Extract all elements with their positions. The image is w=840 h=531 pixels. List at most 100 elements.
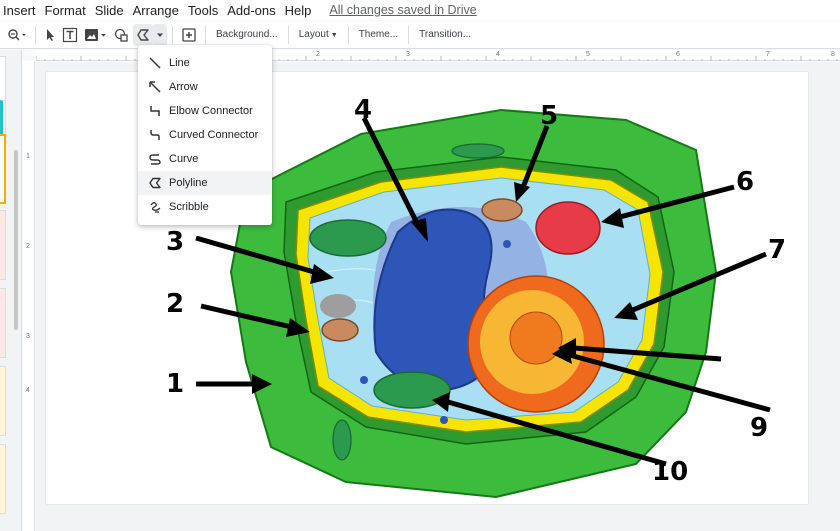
toolbar: Background... Layout▼ Theme... Transitio… xyxy=(0,21,840,49)
dropdown-arrow-icon xyxy=(157,33,163,37)
image-button[interactable] xyxy=(81,24,111,46)
zoom-button[interactable] xyxy=(4,24,30,46)
label-arrow-8 xyxy=(573,345,722,362)
label-arrow-3 xyxy=(195,235,322,277)
image-icon xyxy=(85,28,106,41)
cursor-icon xyxy=(47,28,54,41)
slide-thumbnail[interactable] xyxy=(0,366,6,436)
speaker-notes-bar[interactable] xyxy=(36,520,840,531)
mitochondrion-shape xyxy=(481,198,523,222)
menu-item-arrow[interactable]: Arrow xyxy=(138,75,272,99)
ruler-label: 2 xyxy=(316,51,320,58)
golgi-shape xyxy=(535,201,601,255)
background-button[interactable]: Background... xyxy=(216,29,278,40)
slide-thumbnail[interactable] xyxy=(0,134,6,204)
saved-status[interactable]: All changes saved in Drive xyxy=(329,3,477,17)
elbow-connector-icon xyxy=(148,104,162,118)
menu-item-curve[interactable]: Curve xyxy=(138,147,272,171)
label-9: 9 xyxy=(750,413,768,443)
line-tool-dropdown[interactable] xyxy=(153,23,167,46)
toolbar-divider xyxy=(347,25,349,44)
zoom-icon xyxy=(8,28,26,40)
textbox-icon xyxy=(62,27,78,42)
menu-item-label: Arrow xyxy=(169,81,198,93)
menu-item-label: Line xyxy=(169,57,190,69)
line-tool-menu: Line Arrow Elbow Connector Curved Connec… xyxy=(138,45,272,225)
label-7: 7 xyxy=(768,235,786,265)
add-comment-icon xyxy=(182,27,196,42)
label-arrow-5 xyxy=(519,125,550,191)
label-arrow-4 xyxy=(361,116,422,229)
new-slide-button[interactable] xyxy=(178,24,200,46)
ruler-label: 6 xyxy=(676,51,680,58)
chloroplast-shape xyxy=(309,219,387,257)
menu-item-scribble[interactable]: Scribble xyxy=(138,195,272,219)
ruler-label: 3 xyxy=(26,333,30,340)
menu-item-elbow-connector[interactable]: Elbow Connector xyxy=(138,99,272,123)
ruler-label: 3 xyxy=(406,51,410,58)
label-1: 1 xyxy=(166,369,184,399)
label-2: 2 xyxy=(166,289,184,319)
transition-button[interactable]: Transition... xyxy=(419,29,472,40)
arrow-head xyxy=(432,392,450,412)
shape-button[interactable] xyxy=(111,24,133,46)
arrow-icon xyxy=(148,80,162,94)
mitochondrion-shape xyxy=(321,318,359,342)
ruler-label: 5 xyxy=(586,51,590,58)
slide-filmstrip[interactable] xyxy=(0,50,22,531)
ruler-label: 4 xyxy=(496,51,500,58)
menu-item-line[interactable]: Line xyxy=(138,51,272,75)
vesicle-shape xyxy=(503,240,511,248)
theme-button[interactable]: Theme... xyxy=(358,29,399,40)
chloroplast-shape xyxy=(373,371,451,409)
arrow-head xyxy=(601,208,624,228)
arrow-head xyxy=(558,338,576,358)
shape-icon xyxy=(114,28,128,42)
menu-arrange[interactable]: Arrange xyxy=(132,2,179,18)
slide[interactable]: 4 5 6 7 3 2 1 9 10 xyxy=(46,72,808,504)
menu-slide[interactable]: Slide xyxy=(94,2,124,18)
menu-help[interactable]: Help xyxy=(284,2,312,18)
menu-item-label: Curved Connector xyxy=(169,129,259,141)
menu-format[interactable]: Format xyxy=(44,2,86,18)
ruler-label: 4 xyxy=(26,387,30,394)
curved-connector-icon xyxy=(148,128,162,142)
arrow-head xyxy=(310,264,334,284)
line-tool-button[interactable] xyxy=(133,23,153,46)
label-5: 5 xyxy=(540,101,558,131)
layout-button[interactable]: Layout▼ xyxy=(294,29,343,40)
menu-addons[interactable]: Add-ons xyxy=(227,2,276,18)
menu-item-polyline[interactable]: Polyline xyxy=(138,171,272,195)
vesicle-shape xyxy=(360,376,368,384)
nucleolus-shape xyxy=(509,311,563,365)
arrow-head xyxy=(252,374,272,394)
select-button[interactable] xyxy=(41,24,59,46)
label-3: 3 xyxy=(166,227,184,257)
toolbar-divider xyxy=(408,25,410,44)
arrow-head xyxy=(614,302,638,320)
menu-bar: Insert Format Slide Arrange Tools Add-on… xyxy=(0,0,840,20)
small-chloroplast-shape xyxy=(451,143,505,159)
label-arrow-2 xyxy=(200,303,297,331)
toolbar-divider xyxy=(35,25,36,44)
filmstrip-scrollbar[interactable] xyxy=(14,150,18,330)
menu-item-label: Scribble xyxy=(169,201,209,213)
textbox-button[interactable] xyxy=(59,24,81,46)
menu-item-curved-connector[interactable]: Curved Connector xyxy=(138,123,272,147)
label-arrow-10 xyxy=(447,399,667,467)
vertical-ruler[interactable]: 1 2 3 4 xyxy=(23,61,35,531)
menu-tools[interactable]: Tools xyxy=(187,2,219,18)
ruler-label: 8 xyxy=(831,51,835,58)
plant-cell-diagram[interactable]: 4 5 6 7 3 2 1 9 10 xyxy=(46,72,808,504)
slide-thumbnail[interactable] xyxy=(0,210,6,280)
chevron-down-icon: ▼ xyxy=(330,32,338,39)
arrow-head xyxy=(286,318,310,337)
slide-thumbnail[interactable] xyxy=(0,288,6,358)
label-arrow-7 xyxy=(627,251,767,315)
slide-thumbnail[interactable] xyxy=(0,444,6,514)
arrow-head xyxy=(411,218,428,242)
menu-insert[interactable]: Insert xyxy=(3,2,36,18)
label-arrow-6 xyxy=(615,184,735,221)
menu-item-label: Polyline xyxy=(169,177,208,189)
small-chloroplast-shape xyxy=(332,419,352,461)
